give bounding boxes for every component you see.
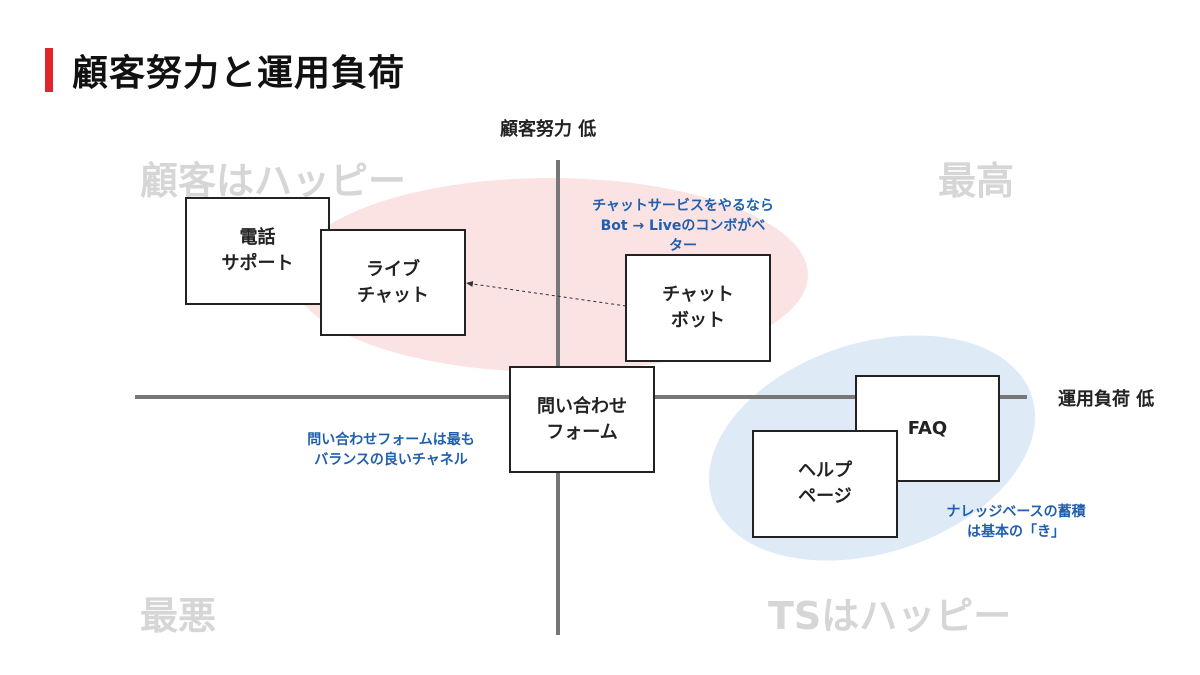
- knowledge-note: ナレッジベースの蓄積 は基本の「き」: [946, 504, 1086, 540]
- axis-label-right: 運用負荷 低: [1058, 389, 1155, 410]
- inquiry-form-box: 問い合わせ フォーム: [509, 366, 655, 473]
- live-chat-box: ライブ チャット: [320, 229, 466, 336]
- help-page-label: ヘルプ ページ: [798, 460, 852, 507]
- title-accent-bar: [45, 48, 53, 92]
- faq-label: FAQ: [907, 417, 948, 439]
- chatbot-label: チャット ボット: [662, 284, 734, 331]
- chatbot-to-livechat-arrow: [465, 281, 627, 307]
- inquiry-form-label: 問い合わせ フォーム: [537, 395, 627, 443]
- chat-note: チャットサービスをやるなら Bot → Liveのコンボがベ ター: [592, 198, 774, 254]
- live-chat-label: ライブ チャット: [357, 258, 429, 306]
- phone-support-box: 電話 サポート: [185, 197, 330, 305]
- slide-title: 顧客努力と運用負荷: [72, 53, 406, 94]
- quadrant-label-top-right: 最高: [938, 159, 1015, 203]
- form-note: 問い合わせフォームは最も バランスの良いチャネル: [307, 432, 475, 468]
- axis-label-top: 顧客努力 低: [500, 119, 597, 140]
- quadrant-label-top-left: 顧客はハッピー: [140, 159, 407, 203]
- chatbot-box: チャット ボット: [625, 254, 771, 362]
- phone-support-label: 電話 サポート: [221, 227, 294, 274]
- quadrant-label-bottom-right: TSはハッピー: [768, 594, 1012, 638]
- quadrant-label-bottom-left: 最悪: [140, 594, 217, 638]
- help-page-box: ヘルプ ページ: [752, 430, 898, 538]
